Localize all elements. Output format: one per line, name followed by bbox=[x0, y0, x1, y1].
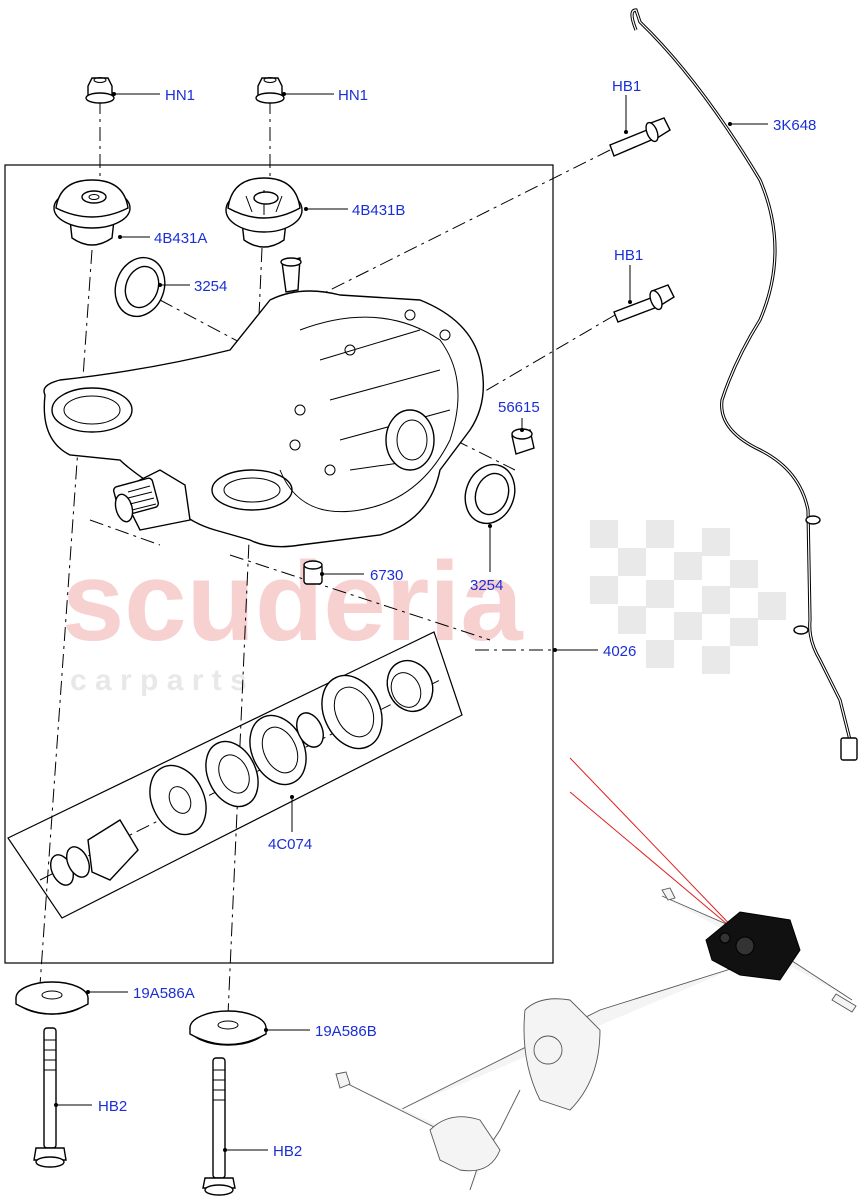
hb2-bolt-left[interactable] bbox=[33, 1027, 67, 1168]
label-3k648[interactable]: 3K648 bbox=[773, 117, 816, 134]
label-3254-top[interactable]: 3254 bbox=[194, 278, 227, 295]
hn1-nut-left[interactable] bbox=[85, 77, 115, 104]
rear-differential-housing[interactable] bbox=[43, 257, 485, 548]
watermark: scuderia c a r p a r t s bbox=[62, 520, 786, 697]
plug-56615[interactable] bbox=[511, 428, 535, 455]
label-19a586b[interactable]: 19A586B bbox=[315, 1023, 377, 1040]
label-hn1-right[interactable]: HN1 bbox=[338, 87, 368, 104]
label-4b431b[interactable]: 4B431B bbox=[352, 202, 405, 219]
label-19a586a[interactable]: 19A586A bbox=[133, 985, 195, 1002]
vent-pipe-clip-lower bbox=[793, 625, 809, 635]
watermark-brand: scuderia bbox=[62, 539, 523, 664]
drain-plug-6730[interactable] bbox=[303, 560, 323, 585]
leader-lines bbox=[54, 92, 768, 1152]
hb1-bolt-top[interactable] bbox=[609, 117, 671, 157]
mount-bushing-4b431b[interactable] bbox=[225, 177, 303, 248]
vent-pipe-fitting bbox=[840, 737, 858, 761]
mount-bushing-4b431a[interactable] bbox=[53, 179, 131, 246]
label-4c074[interactable]: 4C074 bbox=[268, 836, 312, 853]
location-pointer bbox=[569, 757, 741, 936]
washer-19a586a[interactable] bbox=[15, 981, 89, 1015]
label-hb1-top[interactable]: HB1 bbox=[612, 78, 641, 95]
label-hb1-mid[interactable]: HB1 bbox=[614, 247, 643, 264]
label-56615[interactable]: 56615 bbox=[498, 399, 540, 416]
label-hb2-right[interactable]: HB2 bbox=[273, 1143, 302, 1160]
label-hn1-left[interactable]: HN1 bbox=[165, 87, 195, 104]
drivetrain-locator-inset bbox=[335, 887, 857, 1191]
hb2-bolt-right[interactable] bbox=[202, 1057, 236, 1196]
label-6730[interactable]: 6730 bbox=[370, 567, 403, 584]
bearing-kit-4c074[interactable] bbox=[7, 631, 463, 919]
checkered-flag-icon bbox=[590, 520, 786, 674]
label-hb2-left[interactable]: HB2 bbox=[98, 1098, 127, 1115]
hb1-bolt-mid[interactable] bbox=[613, 284, 675, 323]
assembly-frame bbox=[4, 164, 554, 964]
label-4b431a[interactable]: 4B431A bbox=[154, 230, 207, 247]
vent-pipe-clip-upper bbox=[805, 515, 821, 525]
pinion-input-shaft[interactable] bbox=[112, 469, 191, 531]
label-4026[interactable]: 4026 bbox=[603, 643, 636, 660]
part-labels: HN1 HN1 HB1 HB1 3K648 4B431B 4B431A 3254… bbox=[98, 78, 816, 1160]
washer-19a586b[interactable] bbox=[189, 1010, 267, 1046]
hn1-nut-right[interactable] bbox=[255, 77, 285, 104]
oil-seal-3254-top[interactable] bbox=[107, 251, 173, 324]
label-3254-bottom[interactable]: 3254 bbox=[470, 577, 503, 594]
watermark-subtitle: c a r p a r t s bbox=[70, 664, 247, 697]
oil-seal-3254-side[interactable] bbox=[457, 458, 523, 531]
